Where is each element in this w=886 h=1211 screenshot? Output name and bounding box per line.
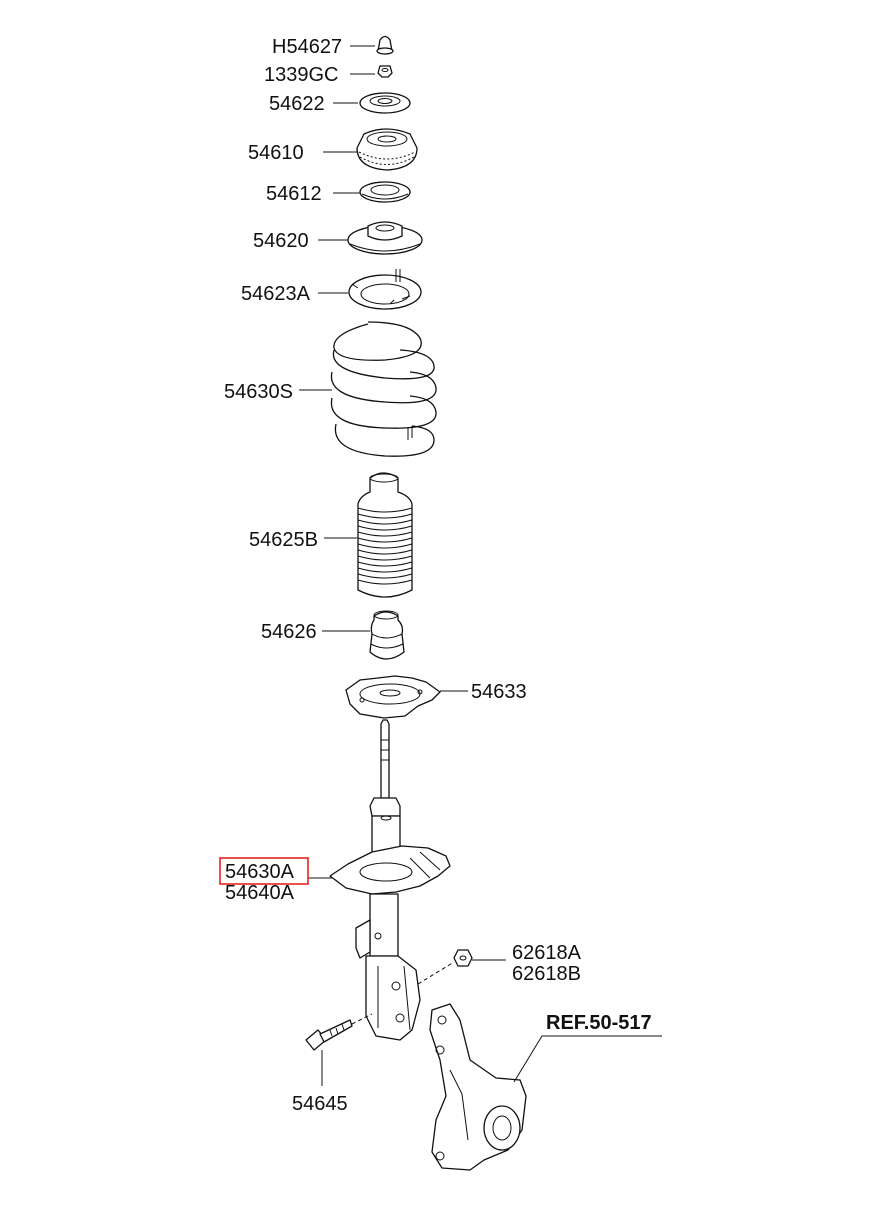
- leader-62618-dash: [417, 961, 455, 985]
- boot-rib: [357, 507, 413, 513]
- strut-assembly-part[interactable]: [329, 719, 451, 1041]
- spring-pad-part[interactable]: [348, 269, 422, 310]
- label-54630s[interactable]: 54630S: [224, 381, 293, 403]
- label-54620[interactable]: 54620: [253, 230, 309, 252]
- label-54623a[interactable]: 54623A: [241, 283, 311, 305]
- label-54645[interactable]: 54645: [292, 1093, 348, 1115]
- boot-rib: [357, 555, 413, 561]
- boot-rib: [357, 537, 413, 543]
- label-h54627[interactable]: H54627: [272, 36, 342, 58]
- label-54612[interactable]: 54612: [266, 183, 322, 205]
- label-54622[interactable]: 54622: [269, 93, 325, 115]
- label-54630a[interactable]: 54630A: [225, 861, 295, 883]
- boot-rib: [357, 561, 413, 567]
- washer-part[interactable]: [359, 92, 411, 114]
- label-54625b[interactable]: 54625B: [249, 529, 318, 551]
- label-54626[interactable]: 54626: [261, 621, 317, 643]
- label-62618b[interactable]: 62618B: [512, 963, 581, 985]
- upper-spring-seat-part[interactable]: [347, 221, 423, 255]
- highlight-box: [219, 857, 309, 885]
- coil-spring-part[interactable]: [330, 321, 437, 457]
- bolt-part[interactable]: [305, 1019, 353, 1051]
- boot-rib: [357, 543, 413, 549]
- label-54633[interactable]: 54633: [471, 681, 527, 703]
- dust-cap-part[interactable]: [376, 35, 394, 55]
- boot-rib: [357, 525, 413, 531]
- strut-mount-part[interactable]: [356, 128, 418, 171]
- boot-rib: [357, 567, 413, 573]
- bump-stop-part[interactable]: [369, 610, 405, 660]
- label-ref-50-517[interactable]: REF.50-517: [546, 1012, 652, 1034]
- leader-ref: [513, 1035, 662, 1083]
- lower-insulator-part[interactable]: [345, 675, 441, 719]
- steering-knuckle-part[interactable]: [429, 1003, 527, 1171]
- boot-rib: [357, 549, 413, 555]
- boot-rib: [357, 579, 413, 585]
- bearing-part[interactable]: [359, 181, 411, 203]
- boot-rib: [357, 513, 413, 519]
- nut-part[interactable]: [377, 65, 393, 78]
- label-62618a[interactable]: 62618A: [512, 942, 582, 964]
- label-54640a[interactable]: 54640A: [225, 882, 295, 904]
- label-54610[interactable]: 54610: [248, 142, 304, 164]
- boot-rib: [357, 573, 413, 579]
- flange-nut-part[interactable]: [453, 949, 473, 967]
- leader-54645-dash: [351, 1013, 373, 1025]
- boot-rib: [357, 531, 413, 537]
- boot-rib: [357, 519, 413, 525]
- label-1339gc[interactable]: 1339GC: [264, 64, 339, 86]
- dust-boot-part[interactable]: [357, 472, 413, 598]
